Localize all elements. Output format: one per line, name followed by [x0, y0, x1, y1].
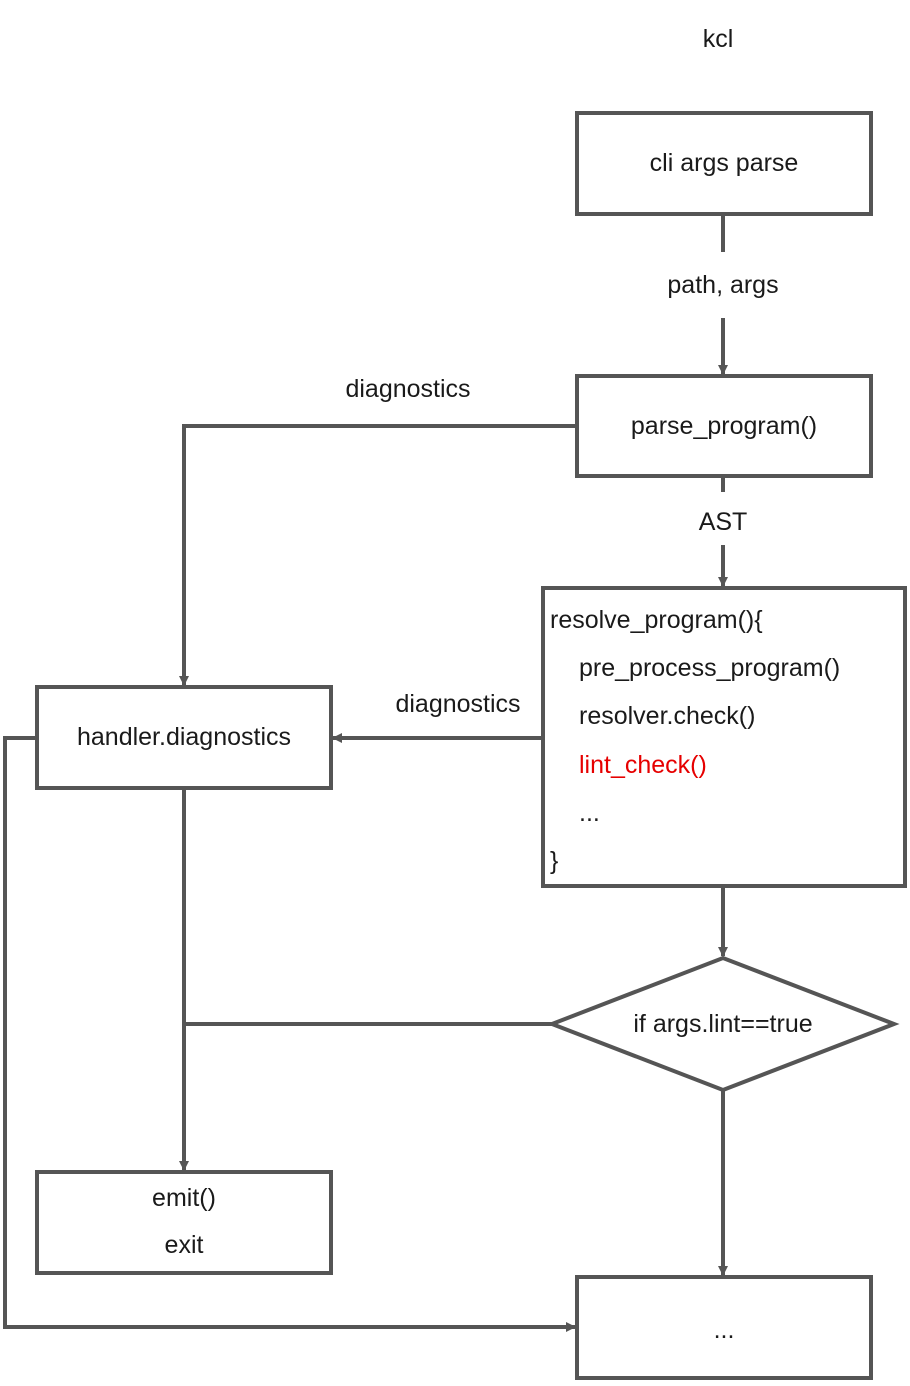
emit-exit-box — [35, 1170, 333, 1275]
lint-decision-diamond — [546, 955, 900, 1093]
resolve-line-lint-check: lint_check() — [579, 751, 707, 779]
next-step-box — [575, 1275, 873, 1380]
resolve-line-close: } — [550, 847, 559, 875]
edge-label-ast: AST — [698, 508, 748, 536]
handler-diagnostics-label: handler.diagnostics — [76, 723, 292, 751]
emit-label: emit() — [152, 1184, 216, 1212]
diagram-title: kcl — [702, 25, 734, 53]
edge-handler-to-next — [3, 736, 576, 1332]
edge-label-diagnostics-resolve: diagnostics — [395, 690, 521, 718]
cli-args-parse-label: cli args parse — [649, 149, 799, 177]
edge-label-path-args: path, args — [667, 271, 779, 299]
parse-program-label: parse_program() — [630, 412, 818, 440]
exit-label: exit — [164, 1231, 204, 1259]
lint-decision-label: if args.lint==true — [633, 1010, 813, 1038]
edge-label-diagnostics-parse: diagnostics — [345, 375, 471, 403]
resolve-line-preprocess: pre_process_program() — [579, 654, 841, 682]
next-step-label: ... — [713, 1316, 735, 1344]
resolve-line-resolver-check: resolver.check() — [579, 702, 756, 730]
edge-parse-diagnostics — [179, 424, 577, 686]
resolve-line-ellipsis: ... — [579, 799, 600, 827]
resolve-line-open: resolve_program(){ — [550, 606, 763, 634]
